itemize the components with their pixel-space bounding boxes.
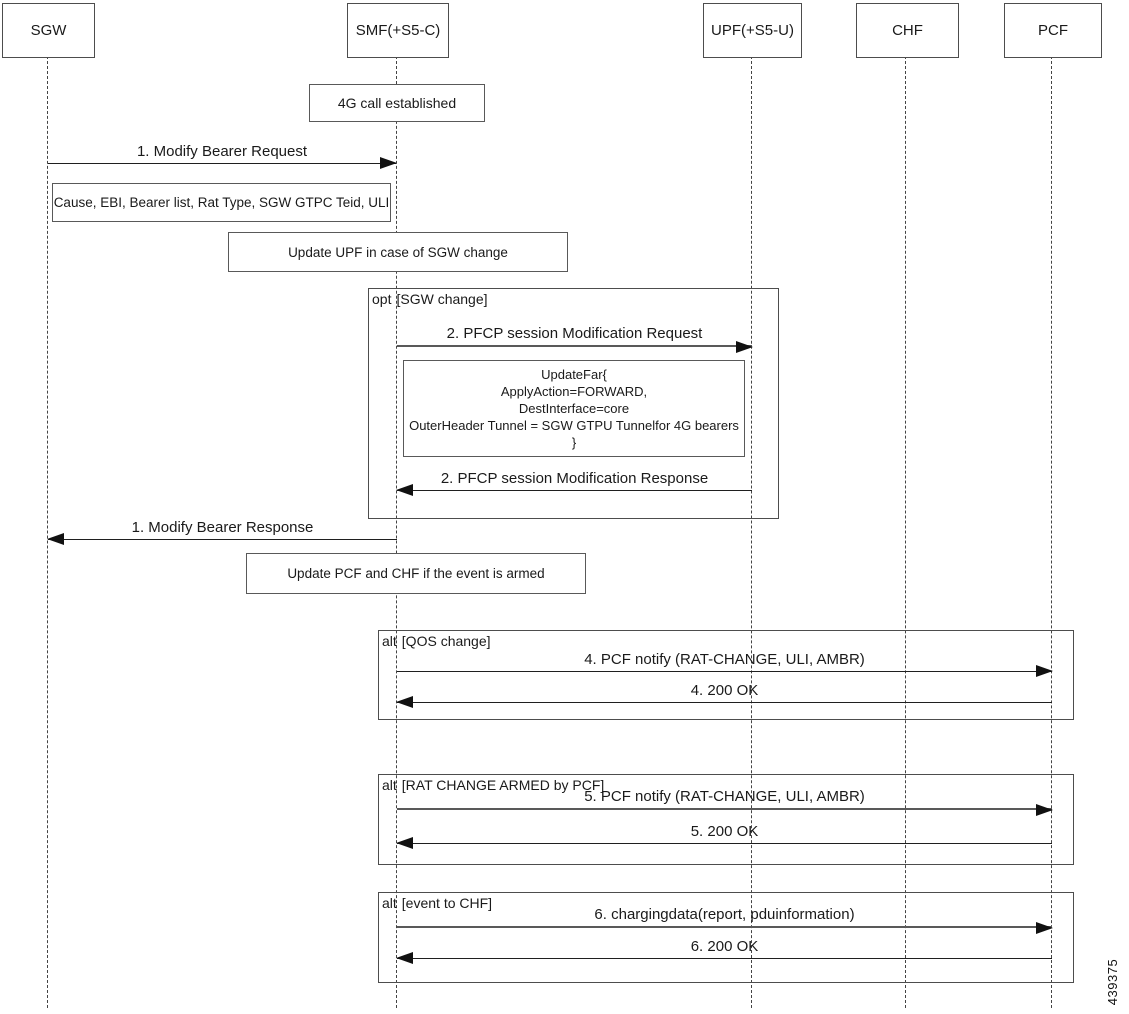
note-updatefar: UpdateFar{ ApplyAction=FORWARD, DestInte… bbox=[403, 360, 745, 457]
message-label: 5. 200 OK bbox=[690, 823, 759, 840]
message-label: 1. Modify Bearer Response bbox=[131, 519, 314, 536]
note-text: Update PCF and CHF if the event is armed bbox=[287, 566, 545, 581]
message-200-ok-5: 5. 200 OK bbox=[396, 823, 1052, 849]
fragment-opt-sgw-change: opt[SGW change] bbox=[368, 288, 779, 519]
fragment-operator: alt bbox=[382, 895, 397, 911]
message-label: 2. PFCP session Modification Request bbox=[446, 325, 703, 342]
fragment-alt-qos-change: alt [QOS change] bbox=[378, 630, 1074, 720]
fragment-opt-label: opt[SGW change] bbox=[372, 291, 488, 307]
actor-sgw: SGW bbox=[2, 3, 95, 58]
fragment-operator: alt bbox=[382, 777, 397, 793]
arrowhead-left-icon bbox=[396, 952, 413, 964]
note-update-pcf-chf: Update PCF and CHF if the event is armed bbox=[246, 553, 586, 594]
message-line bbox=[396, 952, 1052, 964]
message-pcf-notify-5: 5. PCF notify (RAT-CHANGE, ULI, AMBR) bbox=[397, 788, 1053, 816]
fragment-guard: [QOS change] bbox=[401, 633, 491, 649]
fragment-alt-event-to-chf: alt [event to CHF] bbox=[378, 892, 1074, 983]
lifeline-sgw bbox=[47, 56, 48, 1008]
actor-smf: SMF(+S5-C) bbox=[347, 3, 449, 58]
note-line: OuterHeader Tunnel = SGW GTPU Tunnelfor … bbox=[409, 418, 739, 433]
message-200-ok-6: 6. 200 OK bbox=[396, 938, 1052, 964]
fragment-alt1-label: alt [QOS change] bbox=[382, 633, 491, 649]
message-label: 5. PCF notify (RAT-CHANGE, ULI, AMBR) bbox=[584, 788, 865, 805]
actor-chf-label: CHF bbox=[892, 22, 923, 39]
message-line bbox=[396, 837, 1052, 849]
fragment-guard: [RAT CHANGE ARMED by PCF] bbox=[401, 777, 605, 793]
message-line bbox=[396, 484, 752, 496]
message-modify-bearer-response: 1. Modify Bearer Response bbox=[47, 519, 397, 545]
actor-upf-label: UPF(+S5-U) bbox=[711, 22, 794, 39]
message-line bbox=[397, 665, 1053, 677]
message-200-ok-4: 4. 200 OK bbox=[396, 682, 1052, 708]
actor-smf-label: SMF(+S5-C) bbox=[355, 22, 441, 39]
lifeline-pcf bbox=[1051, 56, 1052, 1008]
message-line bbox=[397, 922, 1053, 934]
note-text: Update UPF in case of SGW change bbox=[288, 244, 508, 260]
actor-pcf-label: PCF bbox=[1038, 22, 1068, 39]
note-line: } bbox=[571, 435, 577, 450]
note-update-upf: Update UPF in case of SGW change bbox=[228, 232, 568, 272]
message-pfcp-modification-response: 2. PFCP session Modification Response bbox=[396, 470, 752, 496]
arrowhead-left-icon bbox=[47, 533, 64, 545]
arrowhead-right-icon bbox=[736, 341, 753, 353]
note-bearer-request-params: Cause, EBI, Bearer list, Rat Type, SGW G… bbox=[52, 183, 391, 222]
actor-pcf: PCF bbox=[1004, 3, 1102, 58]
message-label: 4. PCF notify (RAT-CHANGE, ULI, AMBR) bbox=[584, 651, 865, 668]
message-label: 1. Modify Bearer Request bbox=[136, 143, 308, 160]
arrowhead-right-icon bbox=[1036, 922, 1053, 934]
message-label: 4. 200 OK bbox=[690, 682, 759, 699]
message-label: 6. chargingdata(report, pduinformation) bbox=[594, 906, 855, 923]
note-4g-call-established: 4G call established bbox=[309, 84, 485, 122]
fragment-guard: [event to CHF] bbox=[401, 895, 493, 911]
fragment-alt2-label: alt [RAT CHANGE ARMED by PCF] bbox=[382, 777, 604, 793]
actor-upf: UPF(+S5-U) bbox=[703, 3, 802, 58]
note-line: UpdateFar{ bbox=[541, 367, 607, 382]
note-text: Cause, EBI, Bearer list, Rat Type, SGW G… bbox=[53, 195, 390, 210]
fragment-guard: [SGW change] bbox=[396, 291, 488, 307]
arrowhead-left-icon bbox=[396, 484, 413, 496]
actor-chf: CHF bbox=[856, 3, 959, 58]
fragment-operator: opt bbox=[372, 291, 392, 307]
message-label: 6. 200 OK bbox=[690, 938, 759, 955]
note-text: 4G call established bbox=[337, 95, 457, 111]
message-line bbox=[48, 157, 397, 169]
note-line: DestInterface=core bbox=[518, 401, 630, 416]
fragment-operator: alt bbox=[382, 633, 397, 649]
lifeline-chf bbox=[905, 56, 906, 1008]
actor-sgw-label: SGW bbox=[30, 22, 67, 39]
message-pfcp-modification-request: 2. PFCP session Modification Request bbox=[397, 325, 753, 353]
message-line bbox=[47, 533, 397, 545]
message-pcf-notify-4: 4. PCF notify (RAT-CHANGE, ULI, AMBR) bbox=[397, 651, 1053, 677]
arrowhead-right-icon bbox=[1036, 804, 1053, 816]
arrowhead-right-icon bbox=[1036, 665, 1053, 677]
fragment-alt3-label: alt [event to CHF] bbox=[382, 895, 492, 911]
figure-number: 439375 bbox=[1104, 958, 1120, 1006]
note-line: ApplyAction=FORWARD, bbox=[500, 384, 648, 399]
lifeline-upf bbox=[751, 56, 752, 1008]
arrowhead-left-icon bbox=[396, 837, 413, 849]
message-chargingdata-6: 6. chargingdata(report, pduinformation) bbox=[397, 906, 1053, 934]
arrowhead-left-icon bbox=[396, 696, 413, 708]
message-line bbox=[397, 804, 1053, 816]
arrowhead-right-icon bbox=[380, 157, 397, 169]
message-line bbox=[397, 341, 753, 353]
message-modify-bearer-request: 1. Modify Bearer Request bbox=[48, 143, 397, 169]
lifeline-smf bbox=[396, 56, 397, 1008]
message-label: 2. PFCP session Modification Response bbox=[440, 470, 709, 487]
message-line bbox=[396, 696, 1052, 708]
fragment-alt-rat-change-armed: alt [RAT CHANGE ARMED by PCF] bbox=[378, 774, 1074, 865]
